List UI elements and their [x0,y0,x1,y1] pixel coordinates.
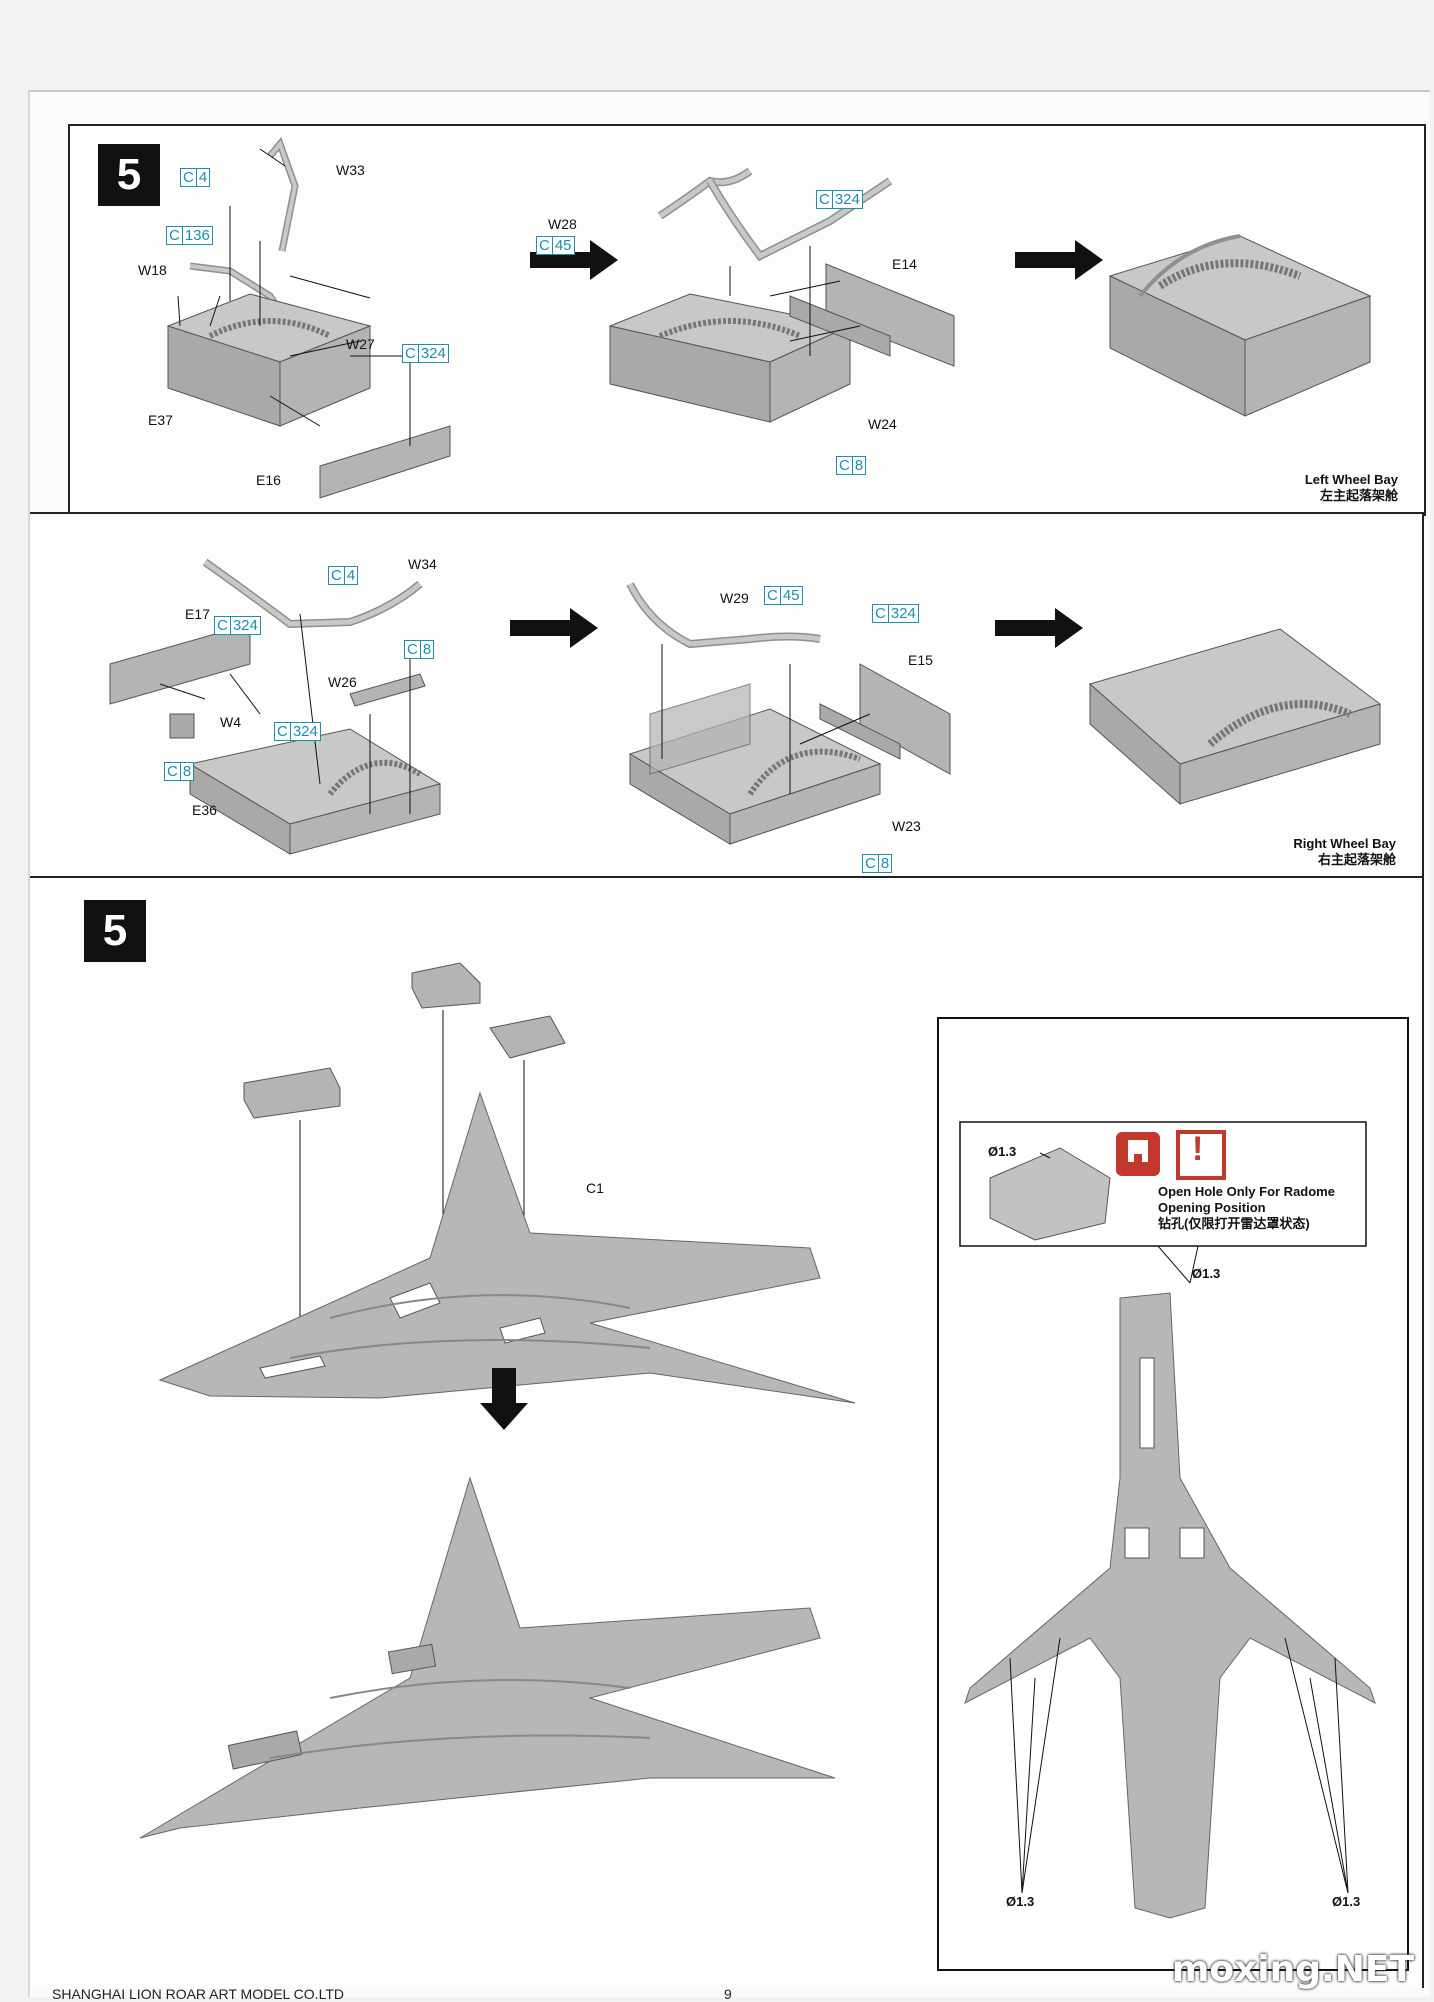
paint-code-prefix: C [405,345,419,362]
paint-code-prefix: C [331,567,345,584]
paint-code-prefix: C [167,763,181,780]
step-number: 5 [84,900,146,962]
paint-code-prefix: C [407,641,421,658]
paint-code-prefix: C [875,605,889,622]
watermark-logo: moxing.NET [1171,1949,1414,1990]
paint-code-value: 45 [554,237,572,254]
wheel-bay-assembly-left-exploded [166,137,1372,499]
caption-left-wheel-bay: Left Wheel Bay 左主起落架舱 [1305,472,1398,504]
paint-code-value: 8 [854,457,864,474]
part-label-e16: E16 [256,472,281,488]
panel-left-wheel-bay: 5 [68,124,1426,516]
part-label-w28: W28 [548,216,577,232]
paint-code-value: 4 [198,169,208,186]
warning-icon: ! [1192,1130,1204,1168]
part-label-w4: W4 [220,714,241,730]
caption-cn: 左主起落架舱 [1319,488,1398,503]
paint-code-value: 324 [834,191,860,208]
part-label-e37: E37 [148,412,173,428]
paint-code-value: 4 [346,567,356,584]
drill-diameter-left-wing: Ø1.3 [1006,1894,1035,1909]
part-label-w27: W27 [346,336,375,352]
part-label-e15: E15 [908,652,933,668]
part-label-e17: E17 [185,606,210,622]
caption-cn: 右主起落架舱 [1317,852,1396,867]
drill-note-cn: 钻孔(仅限打开雷达罩状态) [1158,1216,1310,1231]
paint-code-value: 324 [420,345,446,362]
caption-en: Right Wheel Bay [1293,836,1396,851]
part-label-w26: W26 [328,674,357,690]
panel-fuselage-assembly: 5 [30,876,1424,1988]
part-label-w18: W18 [138,262,167,278]
step-number: 5 [98,144,160,206]
paint-code-prefix: C [767,587,781,604]
paint-code-prefix: C [819,191,833,208]
drill-note: Open Hole Only For Radome Opening Positi… [1158,1184,1335,1232]
paint-code-prefix: C [277,723,291,740]
caption-right-wheel-bay: Right Wheel Bay 右主起落架舱 [1293,836,1396,868]
fuselage-exploded-view [139,962,1409,1971]
paint-code-prefix: C [839,457,853,474]
footer-page-number: 9 [724,1986,732,2002]
part-label-w33: W33 [336,162,365,178]
paint-code-value: 8 [880,855,890,872]
part-label-c1: C1 [586,1180,604,1196]
part-label-e36: E36 [192,802,217,818]
paint-code-prefix: C [865,855,879,872]
part-label-w23: W23 [892,818,921,834]
paint-code-prefix: C [217,617,231,634]
paint-code-prefix: C [539,237,553,254]
part-label-e14: E14 [892,256,917,272]
paint-code-value: 45 [782,587,800,604]
paint-code-value: 8 [422,641,432,658]
part-label-w24: W24 [868,416,897,432]
drill-diameter-radome: Ø1.3 [988,1144,1017,1159]
paint-code-value: 324 [232,617,258,634]
paint-code-value: 8 [182,763,192,780]
part-label-w29: W29 [720,590,749,606]
wheel-bay-assembly-right-exploded [109,558,1382,855]
paint-code-prefix: C [169,227,183,244]
paint-code-value: 324 [292,723,318,740]
paint-code-prefix: C [183,169,197,186]
drill-note-en-1: Open Hole Only For Radome [1158,1184,1335,1199]
caption-en: Left Wheel Bay [1304,472,1398,487]
drill-diameter-nose: Ø1.3 [1192,1266,1221,1281]
paint-code-value: 324 [890,605,916,622]
part-label-w34: W34 [408,556,437,572]
drill-note-en-2: Opening Position [1158,1200,1266,1215]
footer-company: SHANGHAI LION ROAR ART MODEL CO.LTD [52,1986,344,2002]
paint-code-value: 136 [184,227,210,244]
drill-diameter-right-wing: Ø1.3 [1332,1894,1361,1909]
